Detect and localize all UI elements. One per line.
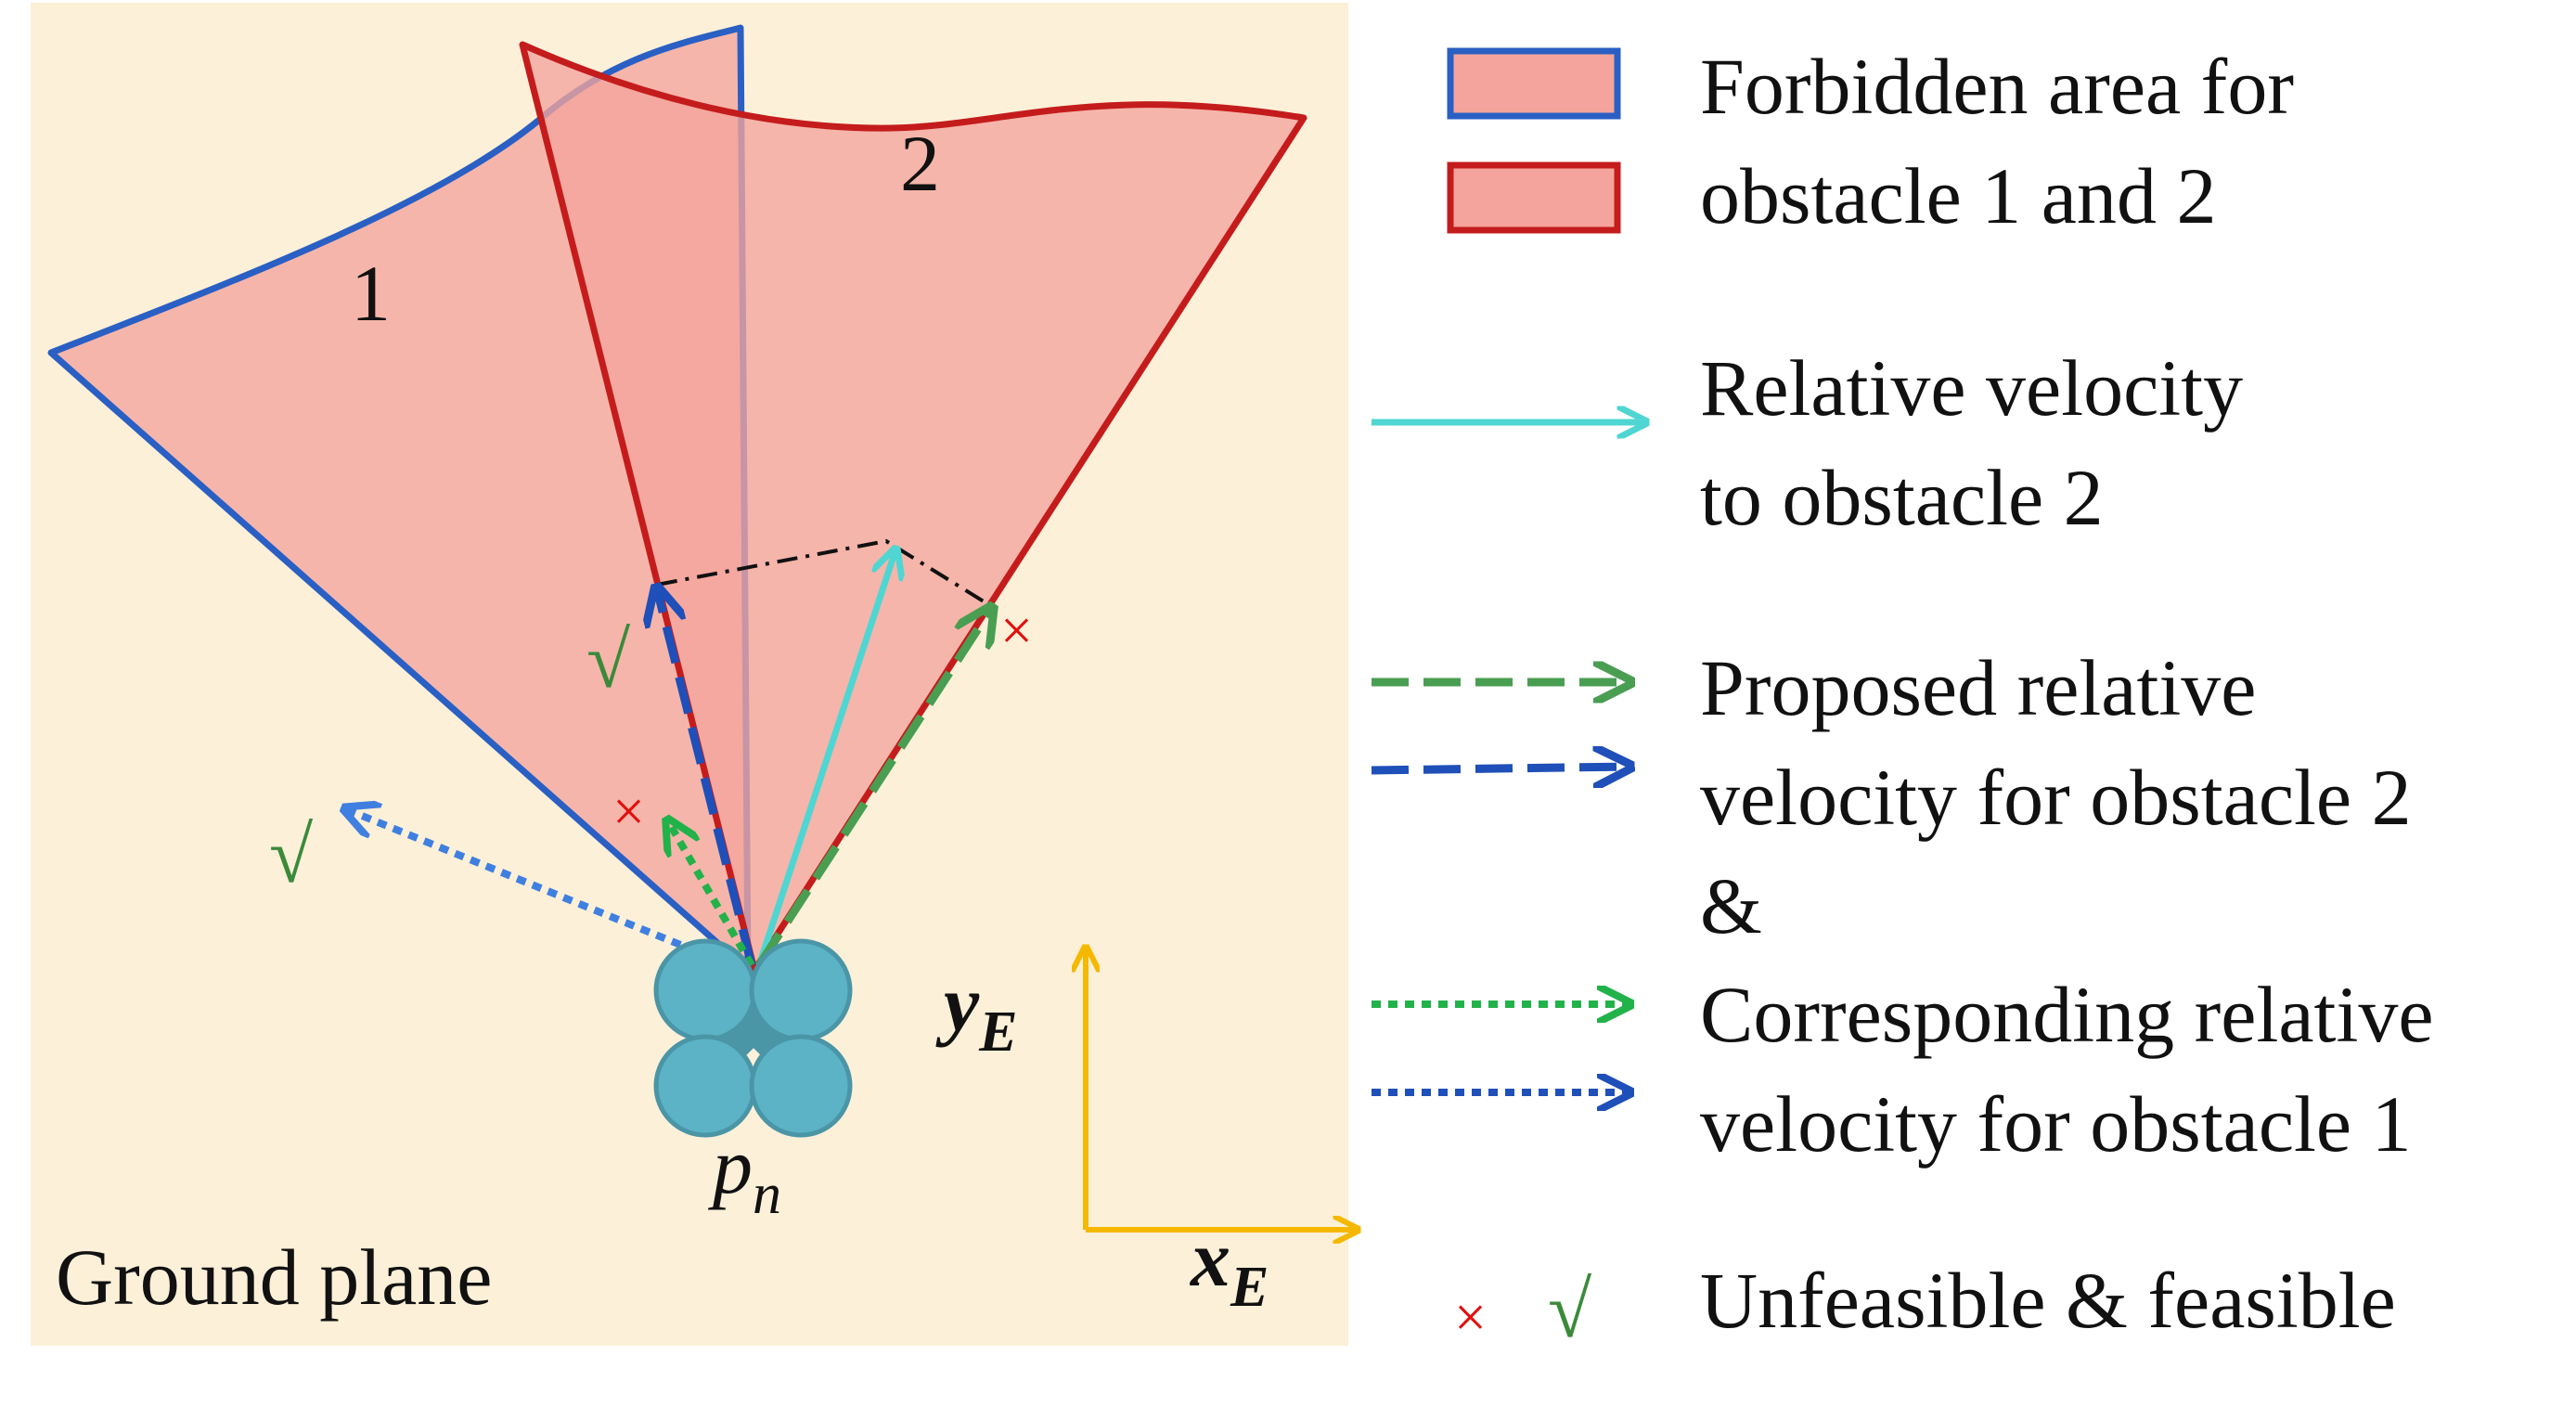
proposed-velocity-green-arrow [755,609,991,968]
legend-cross-mark: × [1454,1286,1487,1349]
legend-proposed-line2: velocity for obstacle 2 [1700,753,2412,842]
region-2-label: 2 [900,119,940,208]
legend-swatch-obstacle-1 [1447,47,1621,120]
legend-swatch-obstacle-2 [1447,161,1621,234]
ground-plane-label: Ground plane [56,1233,492,1322]
legend-check-mark: √ [1548,1265,1592,1354]
legend-ampersand: & [1700,861,1762,950]
legend-proposed-blue-arrow [1371,767,1629,770]
infeasible-mark-green-dashed: × [1000,600,1033,663]
corresponding-velocity-blue-arrow [346,809,744,974]
legend-corresponding-line2: velocity for obstacle 1 [1700,1079,2412,1168]
legend-forbidden-line1: Forbidden area for [1700,42,2294,131]
relative-velocity-arrow [755,550,895,967]
drone-position-label: pn [707,1121,781,1226]
corresponding-velocity-green-arrow [668,821,755,968]
forbidden-area-obstacle-1 [47,24,752,974]
legend-marks-label: Unfeasible & feasible [1700,1256,2396,1345]
region-1-label: 1 [351,249,391,338]
legend: Forbidden area for obstacle 1 and 2 Rela… [1371,42,2434,1354]
legend-relative-line2: to obstacle 2 [1700,453,2104,542]
infeasible-mark-green-dotted: × [612,781,645,844]
legend-forbidden-line2: obstacle 1 and 2 [1700,151,2216,240]
proposed-velocity-blue-arrow [657,589,756,967]
legend-corresponding-line1: Corresponding relative [1700,970,2434,1059]
feasible-mark-blue-dotted: √ [269,810,314,899]
axis-x-e-label: xE [1189,1214,1269,1319]
drone-icon [653,938,853,1138]
feasible-mark-blue-dashed: √ [586,615,631,704]
forbidden-area-obstacle-2 [519,41,1307,974]
legend-proposed-line1: Proposed relative [1700,643,2256,732]
legend-relative-line1: Relative velocity [1700,343,2243,432]
